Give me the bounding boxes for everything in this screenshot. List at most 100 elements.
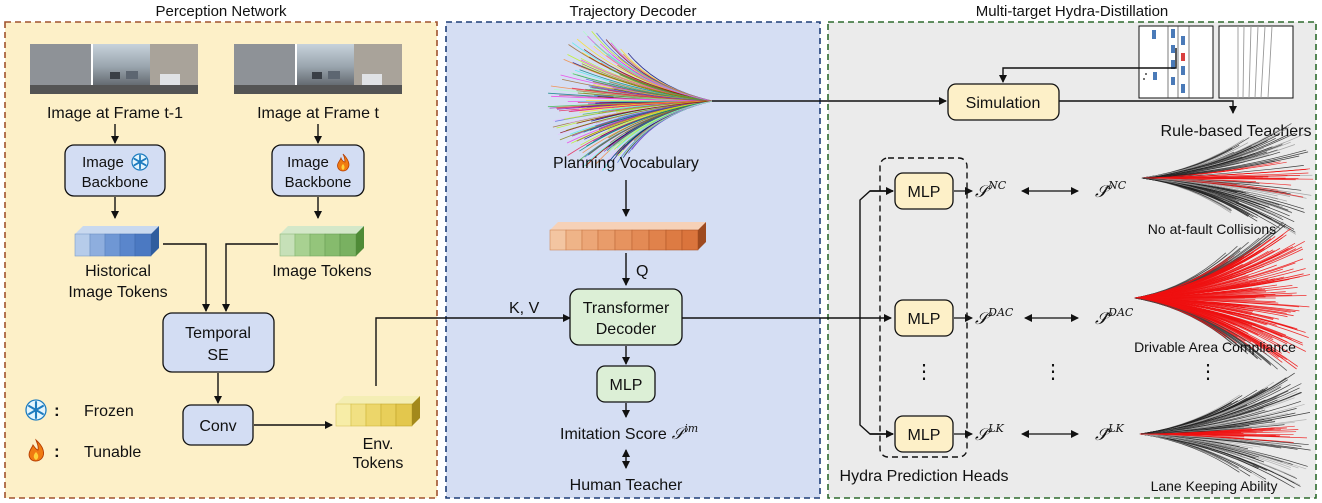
decoder-mlp-label: MLP [610, 377, 643, 394]
caption-lk: Lane Keeping Ability [1151, 478, 1278, 494]
trajectory-fan-nc [1141, 123, 1314, 235]
flame-icon [337, 153, 350, 172]
trajectory-line [1139, 400, 1238, 435]
targets-ellipsis: ⋮ [1198, 361, 1218, 383]
simulation-box: Simulation [947, 83, 1060, 121]
frame-cur-label: Image at Frame t [257, 105, 379, 122]
rule-teachers-label: Rule-based Teachers [1161, 123, 1312, 140]
env-token-stack [335, 396, 420, 427]
camera-image-prev [30, 44, 198, 94]
hydra-mlp-lk: MLP [894, 415, 954, 453]
image-tokens-label: Image Tokens [272, 263, 371, 280]
simulation-label: Simulation [966, 95, 1041, 112]
perception-title: Perception Network [156, 3, 287, 20]
human-teacher-label: Human Teacher [570, 477, 683, 494]
hydra-mlp-nc: MLP [894, 172, 954, 210]
snowflake-icon [131, 153, 149, 171]
trajectory-line [1141, 177, 1238, 193]
snowflake-icon [25, 399, 47, 421]
decoder-mlp-box: MLP [596, 365, 656, 403]
hydra-title: Multi-target Hydra-Distillation [976, 3, 1169, 20]
env-tokens-line1: Env. [363, 436, 394, 453]
vocabulary-trajectory-line [606, 55, 713, 102]
lane-map-thumbnail [1218, 25, 1294, 99]
trajectory-line [1141, 177, 1250, 215]
caption-dac: Drivable Area Compliance [1134, 339, 1296, 355]
historical-token-stack [74, 226, 159, 257]
trajectory-line [1134, 297, 1280, 358]
historical-tokens-line1: Historical [85, 263, 151, 280]
legend-colon-frozen: : [54, 401, 60, 420]
legend: : Frozen : Tunable [25, 399, 141, 462]
backbone-frozen-line2: Backbone [82, 174, 149, 191]
vocabulary-trajectory-line [551, 95, 713, 102]
imitation-score-label: Imitation Score 𝒮im [560, 422, 698, 443]
image-token-stack [279, 226, 364, 257]
conv-label: Conv [199, 418, 236, 435]
frame-prev-label: Image at Frame t-1 [47, 105, 183, 122]
vocabulary-trajectory-line [579, 100, 713, 152]
trajectory-line [1139, 433, 1265, 456]
hydra-heads-frame [879, 157, 968, 458]
conv-box: Conv [182, 404, 254, 446]
scores-ellipsis: ⋮ [1043, 361, 1063, 383]
trajectory-line [1134, 250, 1260, 299]
temporal-se-line2: SE [207, 347, 228, 364]
trajectory-line [1139, 433, 1284, 474]
vocabulary-trajectory-line [568, 100, 713, 113]
vocabulary-trajectory-line [618, 73, 713, 102]
backbone-tunable-line2: Backbone [285, 174, 352, 191]
vocabulary-trajectory-line [608, 100, 713, 153]
query-label: Q [636, 263, 648, 280]
legend-tunable-label: Tunable [84, 444, 141, 461]
vocabulary-trajectory-line [576, 90, 713, 102]
key-value-label: K, V [509, 300, 540, 317]
vocabulary-trajectory-line [576, 100, 713, 124]
caption-nc: No at-fault Collisions [1148, 221, 1276, 237]
trajectory-line [1141, 160, 1276, 179]
transformer-decoder-box: Transformer Decoder [569, 288, 683, 346]
trajectory-line [1134, 296, 1266, 299]
trajectory-line [1141, 177, 1283, 208]
trajectory-line [1134, 297, 1300, 308]
decoder-title: Trajectory Decoder [570, 3, 697, 20]
trajectory-line [1141, 151, 1281, 179]
trajectory-line [1139, 383, 1302, 435]
hydra-mlp-dac: MLP [894, 299, 954, 337]
flame-icon [28, 438, 44, 462]
historical-tokens-line2: Image Tokens [68, 284, 167, 301]
image-backbone-frozen: Image Backbone [64, 144, 166, 197]
camera-image-cur [234, 44, 402, 94]
temporal-se-box: Temporal SE [162, 312, 275, 373]
trajectory-line [1141, 129, 1281, 179]
trajectory-line [1139, 412, 1296, 435]
vocabulary-trajectory-line [572, 73, 713, 102]
legend-frozen-label: Frozen [84, 403, 134, 420]
planning-vocabulary-fan [547, 30, 713, 171]
trajectory-line [1139, 433, 1241, 471]
heads-ellipsis: ⋮ [914, 361, 934, 383]
trajectory-fan-lk [1139, 372, 1311, 489]
trajectory-line [1139, 433, 1301, 487]
trajectory-line [1134, 297, 1271, 365]
trajectory-line [1139, 433, 1294, 443]
transformer-line1: Transformer [583, 300, 670, 317]
trajectory-line [1141, 134, 1288, 179]
hydra-mlp-lk-label: MLP [908, 427, 941, 444]
transformer-line2: Decoder [596, 321, 657, 338]
backbone-tunable-line1: Image [287, 154, 329, 171]
trajectory-line [1141, 168, 1311, 179]
hydra-mlp-nc-label: MLP [908, 184, 941, 201]
trajectory-fan-dac [1134, 221, 1311, 371]
trajectory-line [1134, 258, 1304, 299]
hydra-heads-label: Hydra Prediction Heads [840, 468, 1009, 485]
legend-colon-tunable: : [54, 442, 60, 461]
vocabulary-trajectory-line [599, 100, 713, 171]
planning-vocabulary-label: Planning Vocabulary [553, 155, 699, 172]
trajectory-line [1139, 409, 1253, 435]
backbone-frozen-line1: Image [82, 154, 124, 171]
query-token-stack [549, 222, 706, 251]
image-backbone-tunable: Image Backbone [271, 144, 365, 197]
